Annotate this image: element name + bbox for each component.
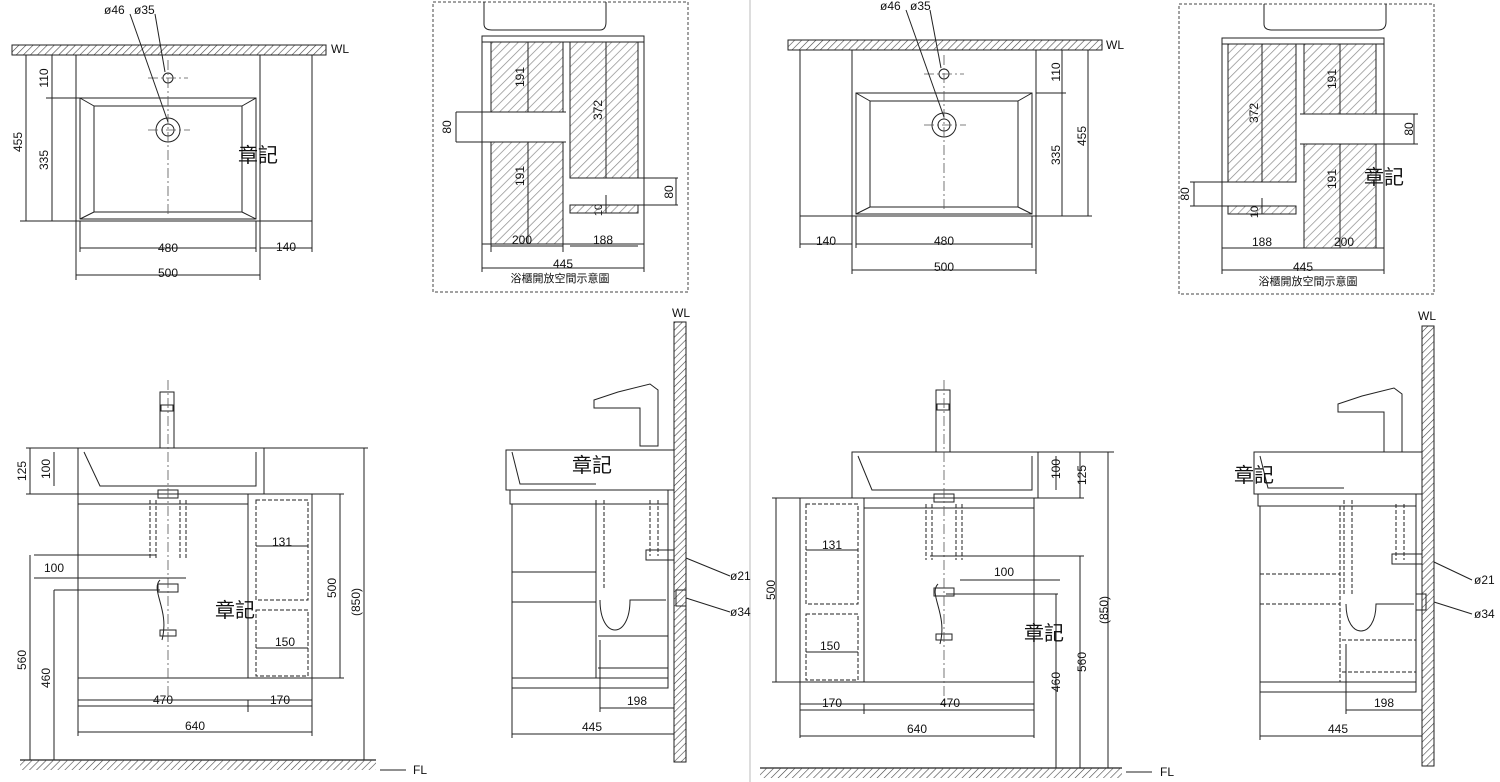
dim-170: 170 bbox=[822, 696, 842, 710]
dim-640: 640 bbox=[907, 722, 927, 736]
dim-191-lower: 191 bbox=[513, 166, 527, 186]
top-view-right: WL ø46 ø35 110 335 455 140 480 bbox=[787, 0, 1124, 274]
watermark: 章記 bbox=[1364, 165, 1404, 189]
dim-100-pipe: 100 bbox=[44, 561, 64, 575]
dim-100-pipe: 100 bbox=[994, 565, 1014, 579]
dim-470: 470 bbox=[153, 693, 173, 707]
watermark: 章記 bbox=[238, 143, 278, 167]
dim-131: 131 bbox=[272, 535, 292, 549]
front-view-left: 125 100 100 560 460 131 150 500 (850) 47… bbox=[15, 380, 427, 777]
dim-335: 335 bbox=[1049, 145, 1063, 165]
faucet-icon bbox=[159, 391, 175, 449]
floor-label: FL bbox=[413, 763, 427, 777]
faucet-side-icon bbox=[593, 383, 659, 447]
dim-500: 500 bbox=[158, 266, 178, 280]
wall-label: WL bbox=[1106, 38, 1124, 52]
dim-150: 150 bbox=[275, 635, 295, 649]
dim-470: 470 bbox=[940, 696, 960, 710]
watermark: 章記 bbox=[1024, 621, 1064, 645]
dim-110: 110 bbox=[1049, 62, 1063, 81]
dim-10: 10 bbox=[593, 204, 605, 216]
dim-140: 140 bbox=[816, 234, 836, 248]
dim-188: 188 bbox=[593, 233, 613, 247]
dim-170: 170 bbox=[270, 693, 290, 707]
wall-label: WL bbox=[672, 306, 690, 320]
dim-80-right: 80 bbox=[1402, 122, 1416, 136]
caption: 浴櫃開放空間示意圖 bbox=[511, 271, 610, 285]
watermark: 章記 bbox=[572, 453, 612, 477]
dim-150: 150 bbox=[820, 639, 840, 653]
dim-140: 140 bbox=[276, 240, 296, 254]
dim-480: 480 bbox=[934, 234, 954, 248]
dim-500-cabinet: 500 bbox=[325, 578, 339, 598]
side-view-left: WL ø21 ø34 198 445 章記 bbox=[505, 306, 751, 763]
dim-d35: ø35 bbox=[910, 0, 931, 13]
dim-d35: ø35 bbox=[134, 3, 155, 17]
wall-label: WL bbox=[1418, 309, 1436, 323]
dim-198: 198 bbox=[627, 694, 647, 708]
wall-label: WL bbox=[331, 42, 349, 56]
dim-445-side: 445 bbox=[582, 720, 602, 734]
dim-455: 455 bbox=[11, 132, 25, 152]
open-space-diagram-left: 191 191 80 372 80 10 200 188 445 浴櫃開放空間示… bbox=[432, 1, 689, 293]
dim-191-upper: 191 bbox=[513, 67, 527, 87]
dim-200: 200 bbox=[1334, 235, 1354, 249]
dim-100-basin: 100 bbox=[39, 459, 53, 479]
dim-191-upper: 191 bbox=[1325, 69, 1339, 89]
dim-125: 125 bbox=[15, 461, 29, 481]
dim-125: 125 bbox=[1075, 465, 1089, 485]
dim-80-left: 80 bbox=[440, 120, 454, 134]
dim-d34: ø34 bbox=[730, 605, 751, 619]
dim-110: 110 bbox=[37, 68, 51, 87]
dim-131: 131 bbox=[822, 538, 842, 552]
caption: 浴櫃開放空間示意圖 bbox=[1259, 274, 1358, 288]
dim-d21: ø21 bbox=[1474, 573, 1495, 587]
dim-460: 460 bbox=[39, 668, 53, 688]
dim-200: 200 bbox=[512, 233, 532, 247]
dim-500: 500 bbox=[934, 260, 954, 274]
dim-10: 10 bbox=[1249, 206, 1261, 218]
watermark: 章記 bbox=[1234, 463, 1274, 487]
dim-455: 455 bbox=[1075, 126, 1089, 146]
front-view-right: 125 100 100 560 460 (850) 131 150 500 17… bbox=[760, 380, 1174, 779]
dim-188: 188 bbox=[1252, 235, 1272, 249]
dim-d21: ø21 bbox=[730, 569, 751, 583]
dim-850: (850) bbox=[349, 588, 363, 616]
faucet-icon bbox=[935, 389, 951, 453]
dim-80-left: 80 bbox=[1178, 187, 1192, 201]
dim-445: 445 bbox=[553, 257, 573, 271]
dim-460: 460 bbox=[1049, 672, 1063, 692]
dim-100-basin: 100 bbox=[1049, 459, 1063, 479]
dim-191-lower: 191 bbox=[1325, 169, 1339, 189]
faucet-side-icon bbox=[1337, 387, 1403, 453]
dim-560: 560 bbox=[15, 650, 29, 670]
dim-500-cabinet: 500 bbox=[764, 580, 778, 600]
open-space-diagram-right: 372 191 191 80 80 10 188 200 445 浴櫃開放空間示… bbox=[1178, 3, 1435, 295]
dim-560: 560 bbox=[1075, 652, 1089, 672]
dim-480: 480 bbox=[158, 241, 178, 255]
dim-d46: ø46 bbox=[104, 3, 125, 17]
dim-445: 445 bbox=[1293, 260, 1313, 274]
dim-80-right: 80 bbox=[662, 185, 676, 199]
top-view-left: WL ø46 ø35 455 110 335 480 140 bbox=[11, 3, 349, 280]
dim-372: 372 bbox=[591, 100, 605, 120]
dim-850: (850) bbox=[1097, 596, 1111, 624]
dim-445-side: 445 bbox=[1328, 722, 1348, 736]
dim-d46: ø46 bbox=[880, 0, 901, 13]
side-view-right: WL ø21 ø34 198 445 章記 bbox=[1234, 309, 1495, 767]
dim-198: 198 bbox=[1374, 696, 1394, 710]
dim-372: 372 bbox=[1247, 103, 1261, 123]
floor-label: FL bbox=[1160, 765, 1174, 779]
dim-d34: ø34 bbox=[1474, 607, 1495, 621]
dim-335: 335 bbox=[37, 150, 51, 170]
dim-640: 640 bbox=[185, 719, 205, 733]
watermark: 章記 bbox=[215, 598, 255, 622]
